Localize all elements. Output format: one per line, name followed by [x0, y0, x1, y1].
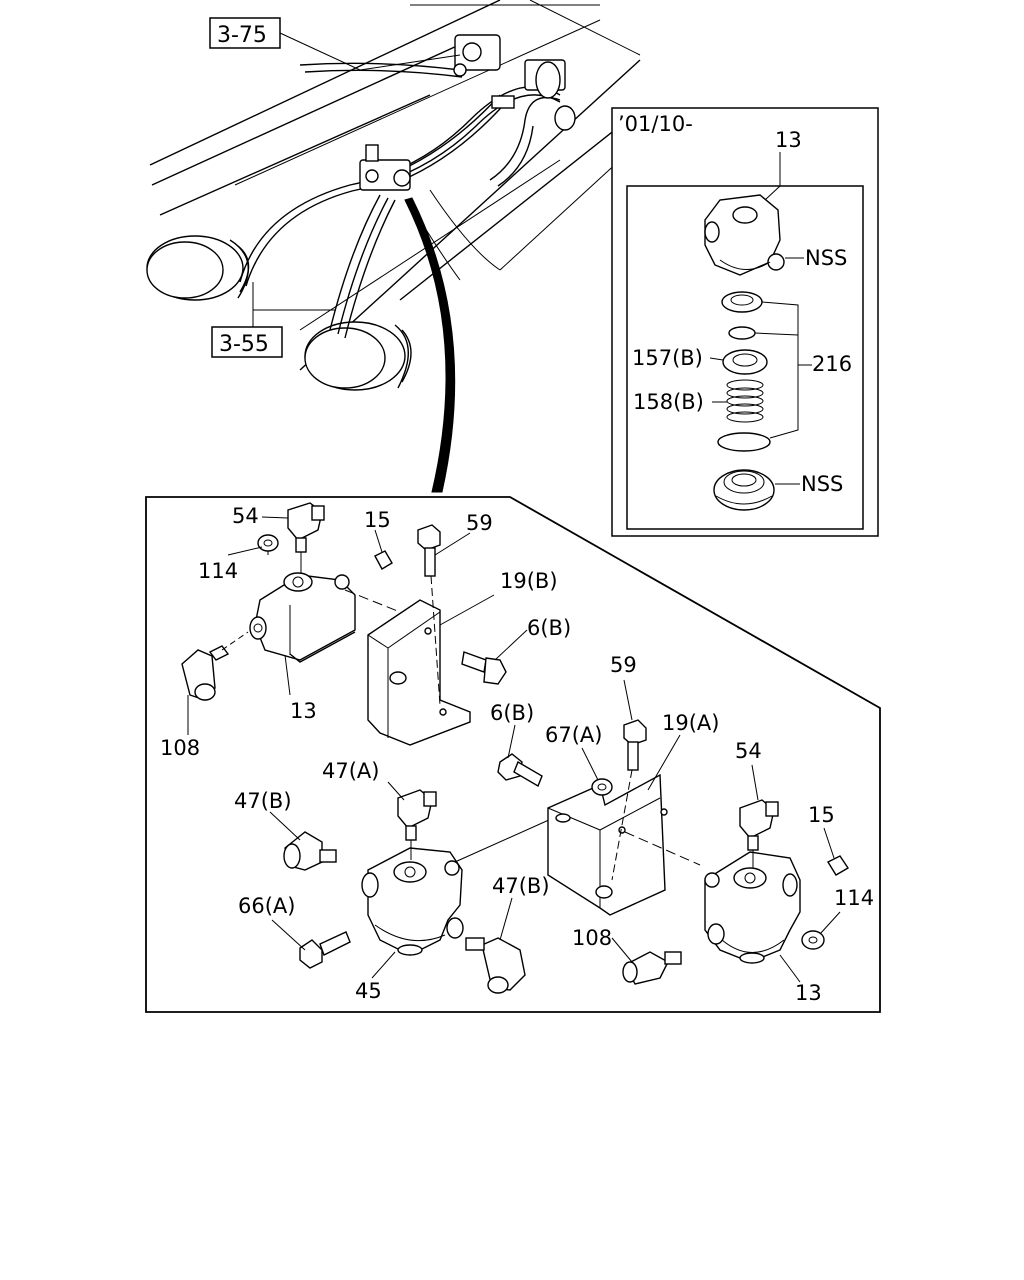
ref-box-3-55 [211, 326, 283, 358]
callout-15-lower: 15 [808, 803, 835, 827]
elbow-54-lower [739, 799, 779, 868]
bolt-6b-upper [461, 651, 507, 685]
brake-chamber-left [146, 235, 250, 301]
callout-47a: 47(A) [322, 759, 379, 783]
callout-6b-lower: 6(B) [490, 701, 534, 725]
bolt-59-upper [417, 524, 441, 706]
valve-45 [361, 847, 464, 956]
valve-13-upper [249, 572, 356, 663]
callout-13-upper: 13 [290, 699, 317, 723]
plug-15-upper [374, 550, 393, 570]
inset-label-157b: 157(B) [632, 346, 703, 370]
callout-114-lower: 114 [834, 886, 874, 910]
callout-67a: 67(A) [545, 723, 602, 747]
inset-label-nss-bottom: NSS [801, 472, 843, 496]
callout-19a: 19(A) [662, 711, 719, 735]
inset-label-158b: 158(B) [633, 390, 704, 414]
callout-114-upper: 114 [198, 559, 238, 583]
inset-valve-body [704, 194, 785, 276]
callout-13-lower: 13 [795, 981, 822, 1005]
inset-spring-158b [726, 379, 764, 423]
callout-54-lower: 54 [735, 739, 762, 763]
inset-label-nss-top: NSS [805, 246, 847, 270]
inset-date: ’01/10- [618, 112, 693, 136]
inset-label-216: 216 [812, 352, 852, 376]
bracket-19b [367, 599, 471, 746]
callout-45: 45 [355, 979, 382, 1003]
valve-cluster-upper [453, 34, 576, 131]
callout-15-upper: 15 [364, 508, 391, 532]
plug-15-lower [827, 855, 849, 876]
inset-oring-large [717, 432, 771, 452]
bolt-6b-lower [497, 753, 543, 788]
leader-lines [187, 516, 841, 983]
inset-oring-small [728, 326, 756, 340]
inset-lower-cover [713, 469, 775, 511]
valve-cluster-lower [359, 144, 411, 191]
bracket-19a [547, 773, 668, 916]
callout-47b-left: 47(B) [234, 789, 292, 813]
chassis-illustration: 3-75 3-55 [146, 0, 641, 493]
ref-label-3-55: 3-55 [219, 332, 269, 357]
elbow-108-upper [181, 631, 249, 701]
inset-label-13: 13 [775, 128, 802, 152]
callout-6b-upper: 6(B) [527, 616, 571, 640]
detail-panel: 54 15 59 114 19(B) 6(B) 13 108 59 6(B) 6… [145, 496, 881, 1013]
callout-66a: 66(A) [238, 894, 295, 918]
callout-108-lower: 108 [572, 926, 612, 950]
bolt-59-lower [611, 719, 647, 881]
elbow-47b-left [283, 831, 337, 871]
nut-67a [591, 778, 613, 796]
bolt-66a [299, 931, 351, 969]
callout-59-upper: 59 [466, 511, 493, 535]
elbow-47b-right [465, 937, 526, 994]
callout-108-upper: 108 [160, 736, 200, 760]
brake-chamber-right [304, 321, 412, 391]
elbow-54-upper [287, 502, 325, 574]
callout-54-upper: 54 [232, 504, 259, 528]
elbow-47a [397, 789, 437, 860]
nut-114-upper [257, 534, 279, 555]
inset-seat-157b [722, 349, 768, 375]
elbow-108-lower [622, 951, 682, 985]
callout-19b: 19(B) [500, 569, 558, 593]
valve-13-lower [704, 851, 801, 964]
inset-panel: ’01/10- 13 NSS 157(B) 158(B) [611, 107, 879, 537]
callout-47b-right: 47(B) [492, 874, 550, 898]
ref-label-3-75: 3-75 [217, 23, 267, 48]
nut-114-lower [801, 930, 825, 950]
callout-59-lower: 59 [610, 653, 637, 677]
